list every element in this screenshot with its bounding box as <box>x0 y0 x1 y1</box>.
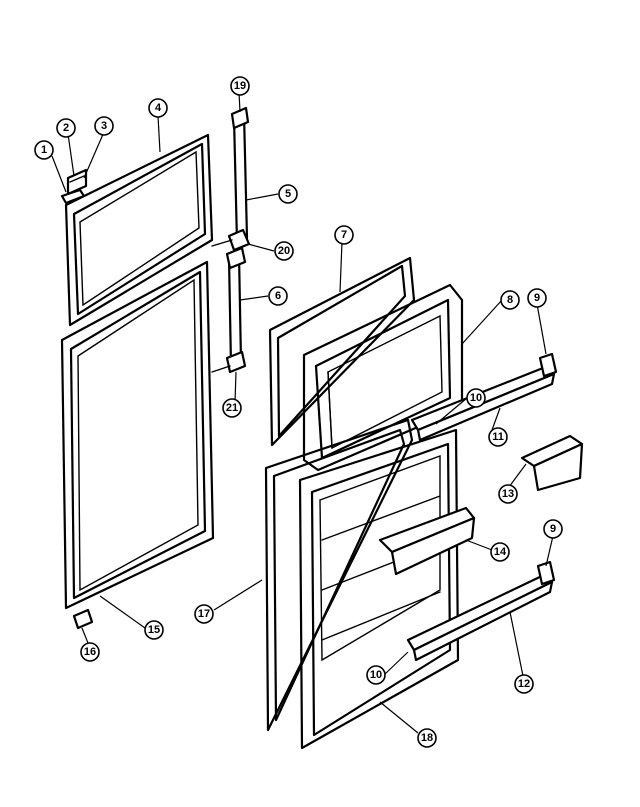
callout-13: 13 <box>498 484 518 504</box>
dairy-bin <box>520 434 584 492</box>
callout-7: 7 <box>334 225 354 245</box>
callout-4: 4 <box>148 98 168 118</box>
svg-text:18: 18 <box>421 732 433 744</box>
gasket-clip-parts <box>60 168 88 205</box>
callout-10-upper: 10 <box>466 388 486 408</box>
freezer-door-gasket <box>64 133 214 327</box>
freezer-door-liner <box>302 283 464 472</box>
svg-text:17: 17 <box>198 608 210 620</box>
fresh-food-inner-gasket <box>264 418 414 732</box>
callout-6: 6 <box>268 286 288 306</box>
svg-text:8: 8 <box>507 294 513 306</box>
svg-text:9: 9 <box>550 523 556 535</box>
callout-5: 5 <box>278 184 298 204</box>
svg-text:15: 15 <box>148 624 160 636</box>
svg-text:19: 19 <box>234 80 246 92</box>
svg-text:1: 1 <box>41 144 47 156</box>
fresh-food-door-shelf <box>406 560 556 662</box>
callout-17: 17 <box>194 604 214 624</box>
svg-text:2: 2 <box>63 122 69 134</box>
callout-10-lower: 10 <box>366 665 386 685</box>
svg-text:20: 20 <box>278 245 290 257</box>
fresh-food-door-liner <box>298 428 460 750</box>
upper-hinge-strip <box>227 106 251 252</box>
callout-19: 19 <box>230 76 250 96</box>
svg-text:3: 3 <box>101 120 107 132</box>
svg-text:7: 7 <box>341 229 347 241</box>
callout-20: 20 <box>274 241 294 261</box>
svg-text:6: 6 <box>275 290 281 302</box>
leader-lines <box>51 91 554 734</box>
svg-text:10: 10 <box>470 392 482 404</box>
callout-9-upper: 9 <box>527 288 547 308</box>
callout-15: 15 <box>144 620 164 640</box>
svg-text:21: 21 <box>226 402 238 414</box>
fresh-food-door-gasket <box>60 260 215 610</box>
door-stop-part <box>72 608 94 630</box>
callout-1: 1 <box>34 140 54 160</box>
callout-18: 18 <box>417 728 437 748</box>
callout-12: 12 <box>514 674 534 694</box>
freezer-inner-gasket <box>268 256 416 447</box>
callout-9-lower: 9 <box>543 519 563 539</box>
svg-text:4: 4 <box>155 102 162 114</box>
callout-16: 16 <box>80 642 100 662</box>
svg-text:12: 12 <box>518 678 530 690</box>
svg-text:11: 11 <box>492 431 504 443</box>
callout-21: 21 <box>222 398 242 418</box>
svg-text:16: 16 <box>84 646 96 658</box>
svg-text:5: 5 <box>285 188 291 200</box>
door-bin <box>378 506 476 576</box>
svg-text:13: 13 <box>502 488 514 500</box>
svg-text:14: 14 <box>494 546 507 558</box>
callout-14: 14 <box>490 542 510 562</box>
callout-8: 8 <box>500 290 520 310</box>
callout-3: 3 <box>94 116 114 136</box>
callout-2: 2 <box>56 118 76 138</box>
callout-11: 11 <box>488 427 508 447</box>
svg-text:9: 9 <box>534 292 540 304</box>
svg-text:10: 10 <box>370 669 382 681</box>
lower-hinge-strip <box>225 246 247 374</box>
